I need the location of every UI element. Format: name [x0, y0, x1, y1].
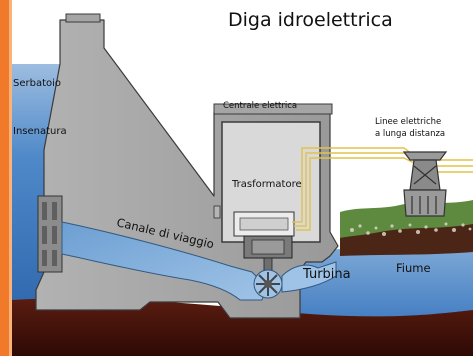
label-powerhouse: Centrale elettrica [223, 101, 297, 111]
transmission-tower-icon [402, 151, 448, 217]
ground-earth [12, 298, 473, 356]
powerhouse-roof [213, 103, 333, 115]
label-transformer: Trasformatore [231, 179, 302, 190]
dam-crest [65, 13, 101, 23]
powerhouse-door [213, 205, 221, 219]
transformer-icon [233, 211, 295, 237]
left-border-highlight [9, 0, 12, 356]
riverbank-stones [350, 222, 472, 236]
penstock-channel [61, 221, 267, 301]
label-intake: Insenatura [13, 126, 67, 137]
tailrace-channel [281, 261, 337, 293]
label-river: Fiume [396, 261, 431, 275]
diagram-title: Diga idroelettrica [228, 9, 393, 31]
label-turbine: Turbina [302, 267, 351, 282]
turbine-icon [253, 269, 283, 299]
generator-icon [243, 235, 293, 279]
intake-grate [37, 195, 63, 273]
label-power-lines-2: a lunga distanza [375, 129, 445, 139]
label-reservoir: Serbatoio [13, 78, 61, 89]
river-water [300, 246, 473, 330]
label-power-lines-1: Linee elettriche [375, 117, 441, 127]
